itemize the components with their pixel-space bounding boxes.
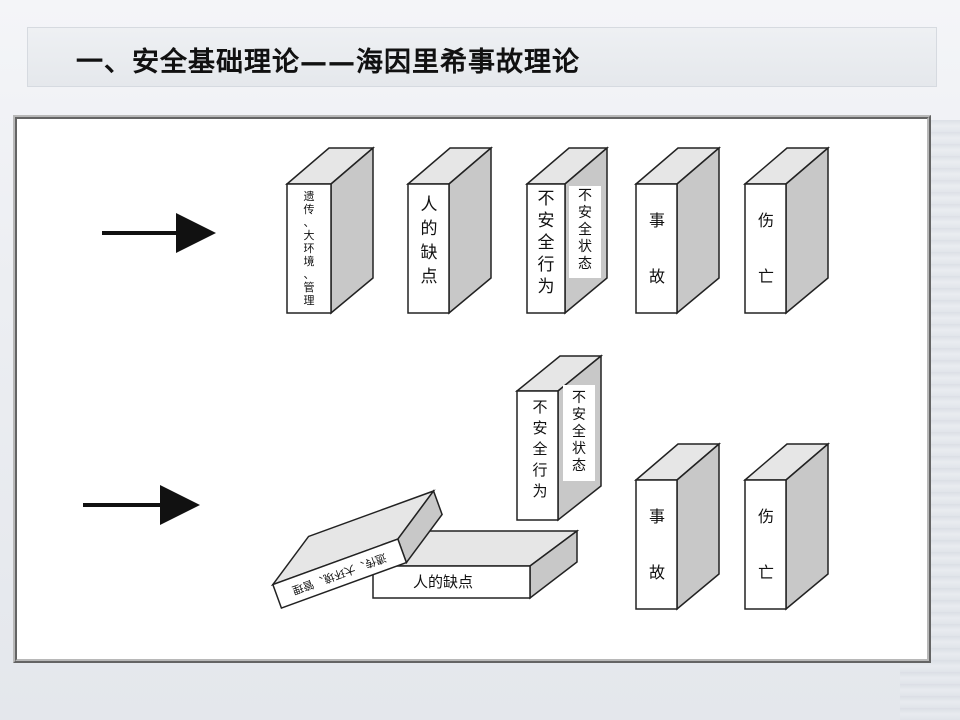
bottom-tilted-block-3-side-label: 不安全状态 [572, 390, 586, 474]
bottom-tilted-block-3-label: 不安全行为 [532, 398, 547, 500]
bottom-block-5: 伤亡 [742, 442, 831, 611]
bottom-fallen-block-2-label: 人的缺点 [413, 573, 473, 591]
top-block-3-label: 不安全行为 [538, 189, 555, 297]
page-title: 一、安全基础理论——海因里希事故理论 [76, 47, 580, 78]
bottom-block-4-label: 事故 [649, 507, 665, 582]
top-block-4: 事故 [633, 146, 722, 315]
title-bar: 一、安全基础理论——海因里希事故理论 [27, 27, 937, 87]
top-block-3-side-label: 不安全状态 [578, 188, 592, 272]
top-block-1-label: 遗传、大环境、管理 [304, 189, 315, 307]
bottom-block-5-label: 伤亡 [758, 507, 774, 582]
bottom-block-4: 事故 [633, 442, 722, 611]
top-block-4-label: 事故 [649, 211, 665, 286]
top-block-5: 伤亡 [742, 146, 831, 315]
top-block-2-label: 人的缺点 [421, 195, 438, 287]
top-block-1: 遗传、大环境、管理 [284, 146, 376, 315]
bottom-tilted-block-3: 不安全行为 不安全状态 [514, 354, 604, 522]
top-block-3: 不安全行为 不安全状态 [524, 146, 610, 315]
top-block-5-label: 伤亡 [758, 211, 774, 286]
top-block-2: 人的缺点 [405, 146, 494, 315]
